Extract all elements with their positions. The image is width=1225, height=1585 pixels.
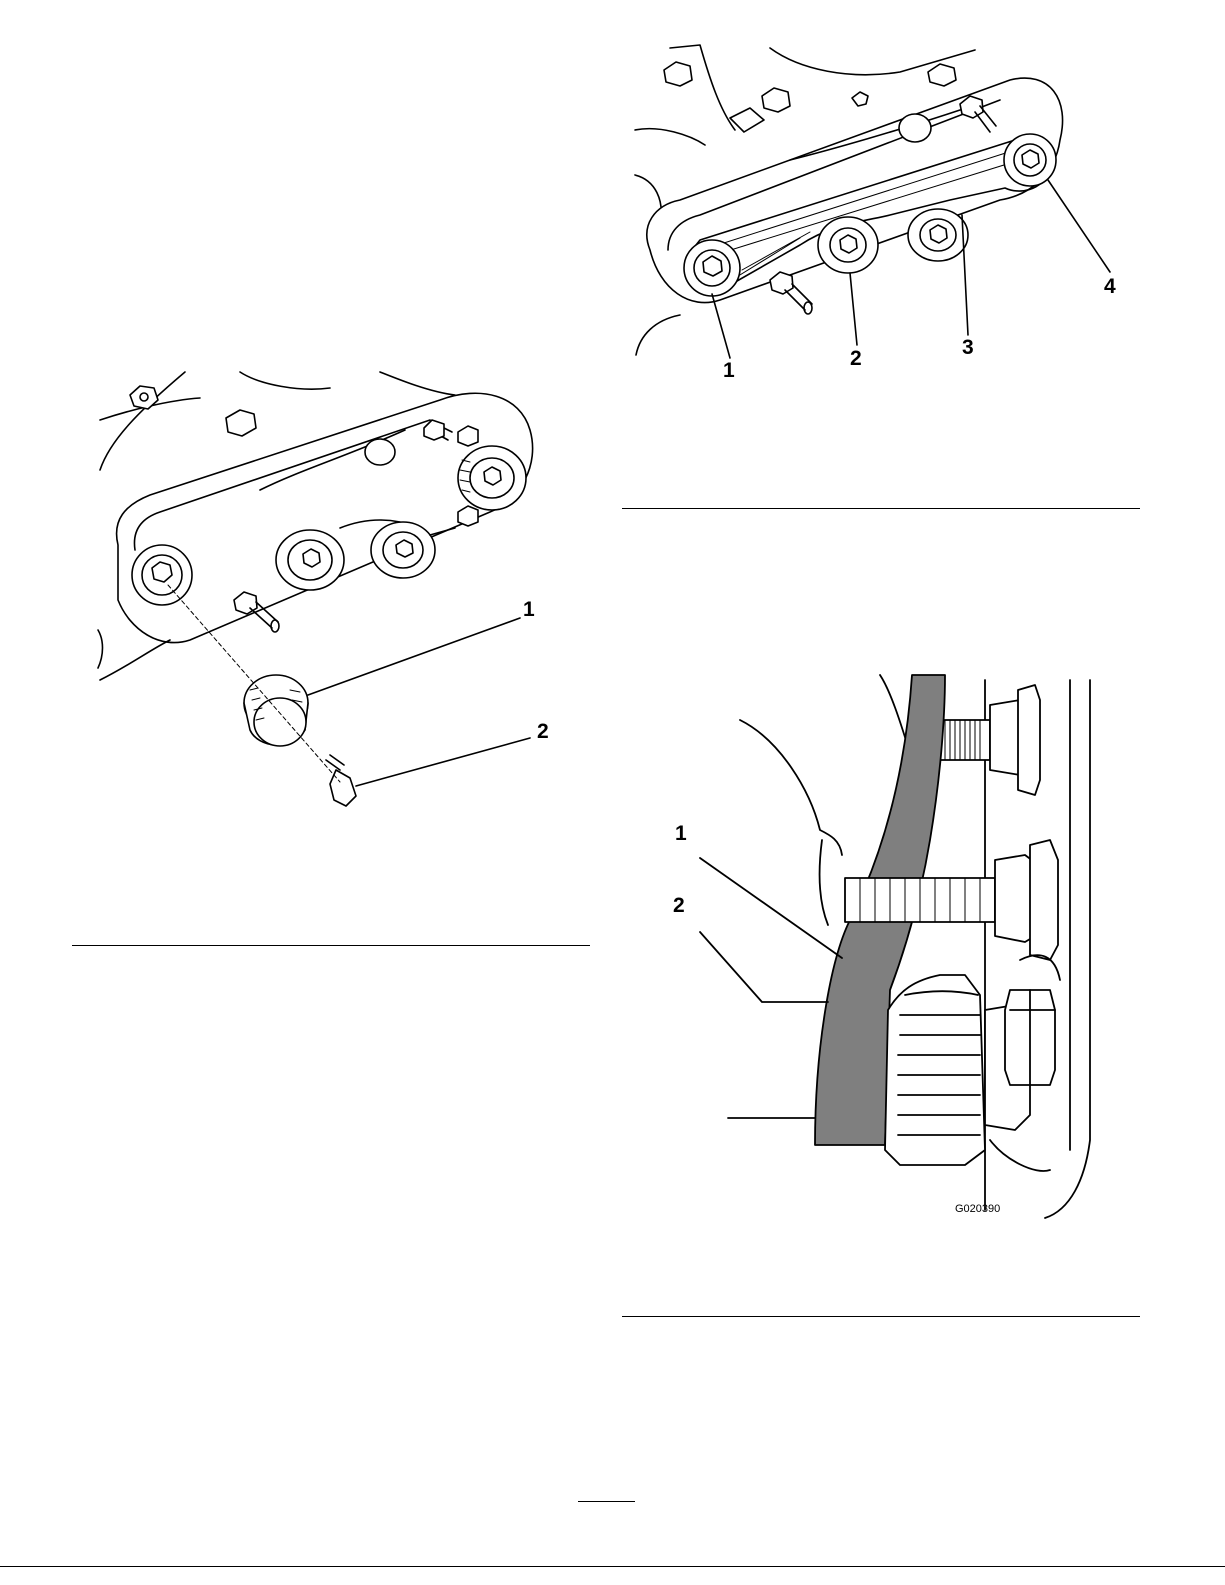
- figure-belt-alignment-detail: 1 2 G020390: [660, 660, 1100, 1220]
- callout-2: 2: [537, 720, 549, 743]
- callout-1: 1: [723, 359, 735, 382]
- callout-4: 4: [1104, 275, 1116, 298]
- callout-2: 2: [850, 347, 862, 370]
- separator-rule-bottom-right: [622, 1316, 1140, 1317]
- callout-1: 1: [523, 598, 535, 621]
- callout-1: 1: [675, 822, 687, 845]
- callout-3: 3: [962, 336, 974, 359]
- page-number-underline: [578, 1501, 635, 1502]
- figure-belt-routing: 1 2 3 4: [630, 40, 1135, 390]
- figure-pulley-removal: 1 2: [95, 360, 565, 820]
- graphic-code: G020390: [955, 1203, 1000, 1215]
- page-bottom-edge: [0, 1566, 1225, 1567]
- separator-rule-left: [72, 945, 590, 946]
- separator-rule-top-right: [622, 508, 1140, 509]
- callout-2: 2: [673, 894, 685, 917]
